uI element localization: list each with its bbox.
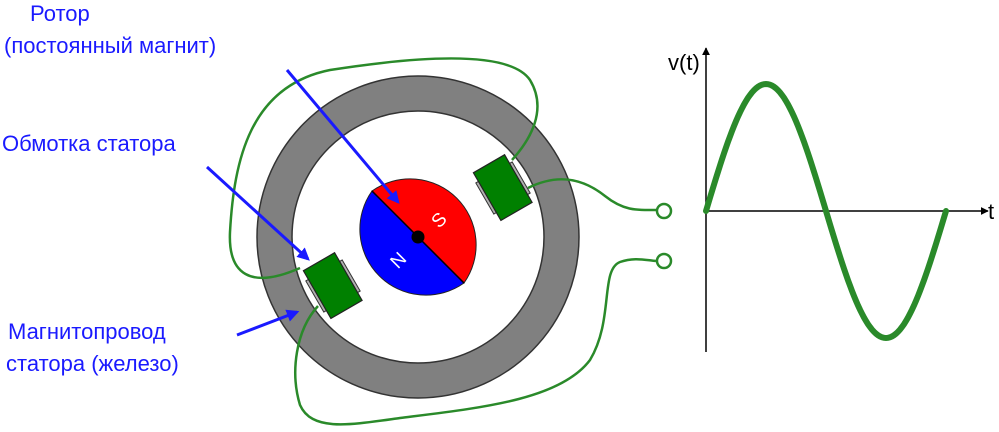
core-label-title: Магнитопровод bbox=[8, 319, 166, 344]
voltage-graph: v(t) t bbox=[668, 47, 994, 352]
wire-top-loop bbox=[228, 57, 539, 280]
output-terminal-bottom bbox=[655, 252, 673, 270]
wire-bottom-loop bbox=[294, 257, 657, 426]
rotor: S N bbox=[359, 178, 477, 296]
core-pointer-arrow bbox=[236, 309, 300, 337]
winding-label: Обмотка статора bbox=[2, 131, 176, 156]
rotor-south-half bbox=[371, 178, 477, 284]
graph-sine-wave bbox=[703, 80, 949, 342]
stator-coil-lower-left bbox=[302, 251, 363, 320]
graph-xlabel: t bbox=[988, 199, 994, 224]
stator-core-ring bbox=[256, 75, 580, 399]
rotor-label-subtitle: (постоянный магнит) bbox=[4, 33, 217, 58]
stator-coil-upper-right bbox=[472, 153, 533, 222]
winding-pointer-arrow bbox=[205, 165, 310, 261]
rotor-label-title: Ротор bbox=[30, 1, 90, 26]
rotor-pointer-arrow bbox=[285, 69, 400, 204]
rotor-shaft bbox=[411, 230, 425, 244]
output-terminal-top bbox=[655, 202, 673, 220]
core-label-subtitle: статора (железо) bbox=[6, 351, 179, 376]
graph-ylabel: v(t) bbox=[668, 50, 700, 75]
wire-to-terminal-top bbox=[527, 178, 657, 212]
rotor-north-half bbox=[359, 190, 465, 296]
